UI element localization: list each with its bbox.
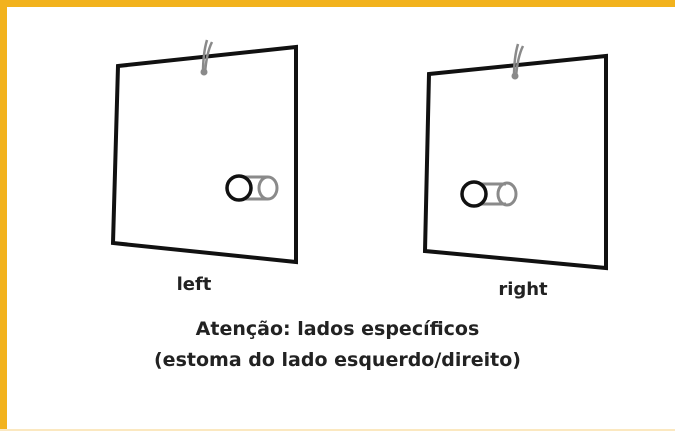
left-stoma-icon bbox=[225, 174, 279, 202]
caption-line-1: Atenção: lados específicos bbox=[195, 318, 480, 340]
left-stem-icon bbox=[200, 39, 214, 76]
left-leaf-panel bbox=[110, 39, 298, 265]
bottom-accent-line bbox=[0, 429, 675, 431]
right-stoma-icon bbox=[460, 180, 518, 208]
right-leaf-panel bbox=[422, 43, 608, 271]
right-stem-icon bbox=[511, 43, 525, 80]
top-accent-border bbox=[0, 0, 675, 7]
caption: Atenção: lados específicos (estoma do la… bbox=[0, 314, 675, 376]
left-accent-border bbox=[0, 0, 7, 431]
caption-line-2: (estoma do lado esquerdo/direito) bbox=[154, 349, 521, 371]
right-panel-label: right bbox=[498, 279, 548, 300]
left-leaf-outline bbox=[110, 44, 298, 265]
right-leaf-outline bbox=[422, 53, 608, 271]
left-panel-label: left bbox=[176, 274, 212, 295]
